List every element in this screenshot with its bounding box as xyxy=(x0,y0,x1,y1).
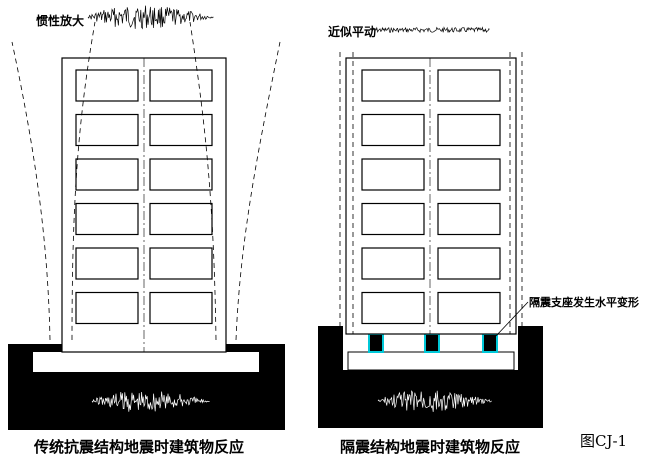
ground-left xyxy=(8,344,285,430)
window-floor-6-2 xyxy=(437,69,501,102)
top-waveform-left xyxy=(87,5,214,30)
window-floor-2-1 xyxy=(75,247,139,280)
caption-right: 隔震结构地震时建筑物反应 xyxy=(340,438,521,456)
isolated-structure xyxy=(318,26,543,428)
window-floor-3-1 xyxy=(75,202,139,236)
window-floor-3-1 xyxy=(361,202,425,236)
figure-id: 图CJ-1 xyxy=(580,432,628,450)
window-floor-5-2 xyxy=(437,113,501,147)
windows-right xyxy=(361,69,501,325)
window-floor-4-2 xyxy=(149,158,213,191)
isolation-bearing-1 xyxy=(368,333,384,353)
window-floor-6-1 xyxy=(361,69,425,102)
approx-translation-label: 近似平动 xyxy=(328,25,377,39)
bearing-deform-label: 隔震支座发生水平变形 xyxy=(529,296,639,309)
window-floor-3-2 xyxy=(149,202,213,236)
isolation-bearings xyxy=(368,333,498,353)
window-floor-5-1 xyxy=(361,113,425,147)
ground-waveform-left xyxy=(91,391,210,412)
conventional-structure xyxy=(8,5,285,430)
window-floor-1-1 xyxy=(75,291,139,325)
isolation-bearing-3 xyxy=(482,333,498,353)
window-floor-4-1 xyxy=(361,158,425,191)
isolation-bearing-2 xyxy=(424,333,440,353)
window-floor-1-2 xyxy=(437,291,501,325)
translation-lines-right xyxy=(339,52,523,334)
sway-lines-left xyxy=(11,21,281,341)
building-right xyxy=(345,57,517,335)
window-floor-6-2 xyxy=(149,69,213,102)
ground-waveform-right xyxy=(377,390,492,412)
bearing-leader-line xyxy=(495,301,529,337)
window-floor-1-2 xyxy=(149,291,213,325)
window-floor-3-2 xyxy=(437,202,501,236)
window-floor-2-2 xyxy=(437,247,501,280)
window-floor-2-1 xyxy=(361,247,425,280)
window-floor-1-1 xyxy=(361,291,425,325)
window-floor-5-1 xyxy=(75,113,139,147)
window-floor-5-2 xyxy=(149,113,213,147)
caption-left: 传统抗震结构地震时建筑物反应 xyxy=(34,438,245,456)
window-floor-2-2 xyxy=(149,247,213,280)
window-floor-4-2 xyxy=(437,158,501,191)
ground-right xyxy=(318,326,543,428)
windows-left xyxy=(75,69,213,325)
inertia-amplified-label: 惯性放大 xyxy=(36,14,85,28)
foundation-slab xyxy=(347,351,515,371)
window-floor-4-1 xyxy=(75,158,139,191)
top-waveform-right xyxy=(371,26,490,34)
